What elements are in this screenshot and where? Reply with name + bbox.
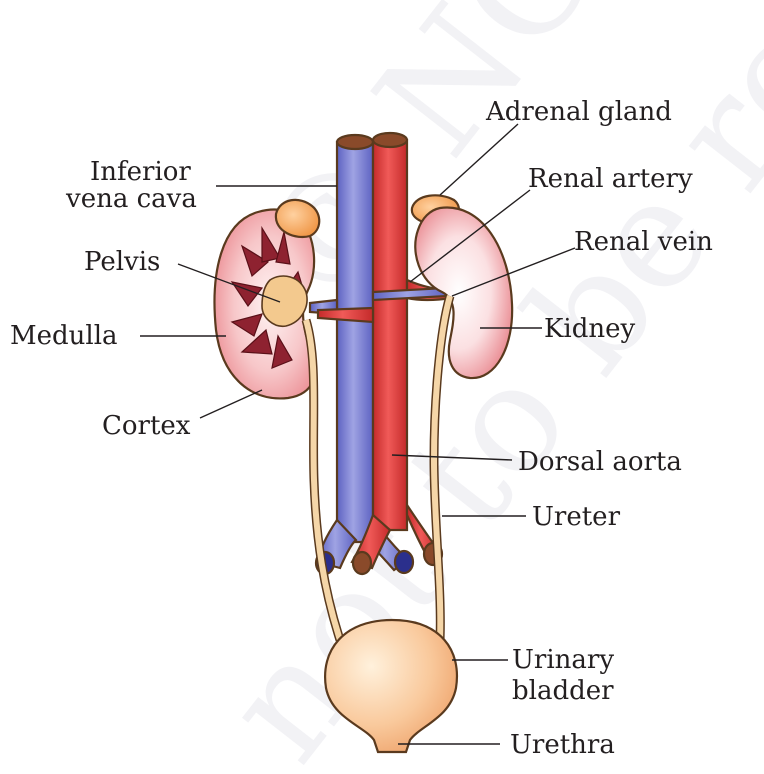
label-kidney: Kidney (544, 314, 636, 344)
label-urinary-bladder-line2: bladder (512, 676, 614, 706)
label-ureter: Ureter (532, 502, 621, 532)
left-kidney-section (213, 208, 317, 400)
ureters (301, 294, 455, 642)
left-adrenal-gland (274, 198, 321, 239)
label-renal-vein: Renal vein (574, 227, 713, 257)
label-renal-artery: Renal artery (528, 164, 693, 194)
labels: Adrenal gland Inferior vena cava Renal a… (10, 97, 713, 760)
medulla-pyramids (230, 225, 305, 369)
label-urinary-bladder-line1: Urinary (512, 645, 614, 675)
label-medulla: Medulla (10, 321, 118, 351)
leader-lines (140, 123, 576, 745)
label-urethra: Urethra (510, 730, 615, 760)
label-inferior-vena-cava-line2: vena cava (65, 184, 197, 214)
label-cortex: Cortex (102, 411, 191, 441)
label-adrenal-gland: Adrenal gland (485, 97, 672, 127)
label-pelvis: Pelvis (84, 247, 160, 277)
label-dorsal-aorta: Dorsal aorta (518, 447, 682, 477)
renal-pelvis (261, 275, 308, 328)
urinary-bladder (324, 618, 459, 754)
label-inferior-vena-cava-line1: Inferior (90, 157, 191, 187)
